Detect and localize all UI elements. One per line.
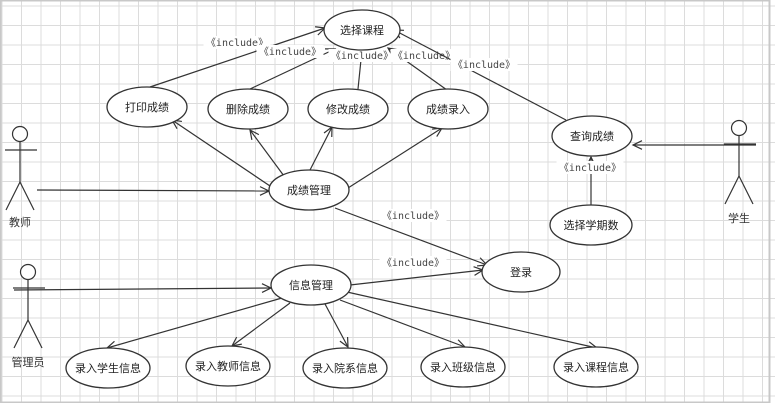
relation-line-r15 (349, 269, 484, 286)
label-background (328, 49, 396, 62)
relation-line-r14 (13, 287, 272, 291)
use-case-query_grade[interactable] (551, 115, 633, 157)
actor-student-label: 学生 (728, 211, 750, 225)
use-case-label: 录入院系信息 (312, 361, 378, 375)
label-background (556, 161, 624, 174)
use-case-delete_grade[interactable] (207, 88, 289, 130)
use-case-enter_grade[interactable] (407, 88, 489, 130)
use-case-label: 登录 (510, 265, 532, 279)
use-case-label: 选择学期数 (564, 218, 619, 232)
use-case-grade_mgmt[interactable] (268, 169, 350, 211)
use-case-label: 录入班级信息 (430, 360, 496, 374)
label-background (390, 49, 458, 62)
actor-head-icon (11, 125, 29, 143)
use-case-enter_teacher[interactable] (185, 345, 271, 387)
use-case-label: 录入学生信息 (75, 361, 141, 375)
use-case-label: 录入教师信息 (195, 359, 261, 373)
relation-line-r17 (231, 302, 291, 347)
include-label: 《include》 (206, 37, 268, 49)
label-background (450, 58, 518, 71)
use-case-label: 打印成绩 (125, 100, 169, 114)
label-background (379, 256, 447, 269)
actor-leg-icon (27, 319, 43, 349)
use-case-label: 修改成绩 (326, 102, 370, 116)
actor-leg-icon (724, 175, 740, 205)
use-case-label: 录入课程信息 (563, 360, 629, 374)
relation-line-r8 (309, 126, 333, 171)
use-case-modify_grade[interactable] (307, 88, 389, 130)
use-case-label: 查询成绩 (570, 129, 614, 143)
relation-line-r16 (106, 297, 283, 349)
use-case-select_term[interactable] (549, 204, 633, 246)
relation-line-r6 (171, 119, 271, 187)
arrow-head-icon (631, 140, 643, 150)
actor-head-icon (730, 119, 748, 137)
actor-leg-icon (19, 181, 35, 211)
use-case-label: 信息管理 (289, 278, 333, 292)
use-case-login[interactable] (481, 251, 561, 293)
label-background (379, 209, 447, 222)
use-case-label: 成绩录入 (426, 103, 470, 116)
use-case-label: 选择课程 (340, 23, 384, 37)
relation-line-r5 (393, 29, 567, 121)
use-case-enter_student[interactable] (65, 347, 151, 389)
use-case-select_course[interactable] (323, 9, 401, 51)
relation-line-r10 (36, 189, 270, 192)
include-label: 《include》 (393, 50, 455, 62)
actor-teacher-label: 教师 (9, 216, 31, 229)
include-label: 《include》 (559, 162, 621, 174)
relation-line-r9 (347, 127, 443, 189)
relation-line-r7 (249, 129, 285, 177)
actor-head-icon (19, 263, 37, 281)
relation-line-r19 (339, 299, 466, 348)
relation-line-r20 (346, 291, 598, 349)
actor-leg-icon (738, 175, 754, 205)
use-case-label: 成绩管理 (287, 183, 331, 197)
use-case-print_grade[interactable] (106, 86, 188, 128)
use-case-label: 删除成绩 (226, 102, 270, 116)
include-label: 《include》 (382, 257, 444, 269)
actor-leg-icon (13, 319, 29, 349)
use-case-info_mgmt[interactable] (270, 264, 352, 306)
relation-line-r11 (334, 207, 488, 266)
actor-leg-icon (5, 181, 21, 211)
include-label: 《include》 (382, 210, 444, 222)
include-label: 《include》 (453, 59, 515, 71)
arrow-head-icon (339, 336, 349, 349)
arrow-head-icon (249, 128, 260, 140)
include-label: 《include》 (259, 46, 321, 58)
actor-admin-label: 管理员 (12, 355, 45, 369)
relation-line-r18 (324, 303, 349, 348)
label-background (256, 45, 324, 58)
use-case-enter_course[interactable] (553, 346, 639, 388)
use-case-enter_dept[interactable] (302, 347, 388, 389)
relation-line-r1 (149, 27, 326, 88)
include-label: 《include》 (331, 50, 393, 62)
use-case-enter_class[interactable] (420, 346, 506, 388)
label-background (203, 36, 271, 49)
